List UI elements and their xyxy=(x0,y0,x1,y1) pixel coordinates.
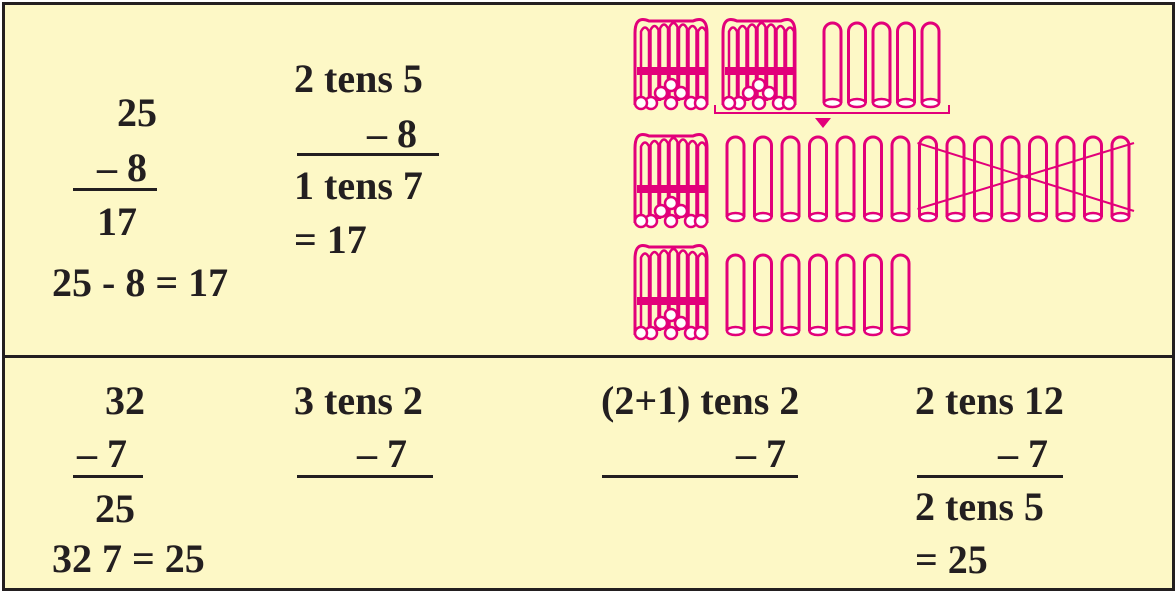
single-stick xyxy=(808,135,828,223)
top-tens-line xyxy=(297,153,439,156)
bottom-subtrahend: – 7 xyxy=(77,431,127,476)
single-stick xyxy=(945,135,966,223)
single-stick xyxy=(871,21,892,109)
single-stick xyxy=(753,135,773,223)
bundle-of-ten xyxy=(633,133,709,229)
top-tens-line3: 1 tens 7 xyxy=(294,163,423,208)
single-stick xyxy=(847,21,867,109)
single-stick xyxy=(896,21,916,109)
answer-line4: = 25 xyxy=(915,537,988,582)
top-equation: 25 - 8 = 17 xyxy=(52,260,229,305)
down-arrow-icon xyxy=(815,118,831,128)
single-stick xyxy=(1083,135,1103,223)
single-stick xyxy=(822,21,843,109)
top-tens-line4: = 17 xyxy=(294,217,367,262)
bottom-result: 25 xyxy=(95,486,135,531)
regroup-line2: – 7 xyxy=(736,431,786,476)
cross-out-line xyxy=(917,142,1135,212)
single-stick xyxy=(1000,135,1021,223)
bottom-subtraction-line xyxy=(73,475,143,478)
single-stick xyxy=(753,253,773,337)
top-tens-line1: 2 tens 5 xyxy=(294,56,423,101)
bottom-equation: 32 7 = 25 xyxy=(52,536,205,581)
single-stick xyxy=(835,135,856,223)
single-stick xyxy=(1055,135,1076,223)
top-minuend: 25 xyxy=(117,90,157,135)
place-value-sticks-illustration xyxy=(633,18,1135,341)
single-stick xyxy=(1028,135,1048,223)
regroup-bracket xyxy=(714,105,950,114)
answer-line3: 2 tens 5 xyxy=(915,484,1044,529)
single-stick xyxy=(890,253,911,337)
bottom-minuend: 32 xyxy=(105,378,145,423)
single-stick xyxy=(863,135,883,223)
regroup-line xyxy=(602,475,798,478)
bundle-of-ten xyxy=(721,18,797,111)
regroup-line1: (2+1) tens 2 xyxy=(601,378,800,423)
bottom-tens-line2: – 7 xyxy=(357,431,407,476)
bundle-of-ten xyxy=(633,18,709,111)
single-stick xyxy=(725,253,746,337)
bundle-of-ten xyxy=(633,244,709,341)
single-stick xyxy=(780,135,801,223)
answer-line1: 2 tens 12 xyxy=(915,378,1064,423)
bottom-tens-line xyxy=(297,475,433,478)
section-divider xyxy=(5,355,1172,358)
single-stick xyxy=(835,253,856,337)
single-stick xyxy=(808,253,828,337)
single-stick xyxy=(725,135,746,223)
top-result: 17 xyxy=(97,199,137,244)
answer-line2: – 7 xyxy=(998,431,1048,476)
single-stick xyxy=(920,21,941,109)
single-stick xyxy=(973,135,993,223)
answer-line xyxy=(917,475,1063,478)
top-subtraction-line xyxy=(73,188,157,191)
top-tens-line2: – 8 xyxy=(367,111,417,156)
single-stick xyxy=(863,253,883,337)
top-subtrahend: – 8 xyxy=(97,145,147,190)
single-stick xyxy=(780,253,801,337)
bottom-tens-line1: 3 tens 2 xyxy=(294,378,423,423)
single-stick xyxy=(890,135,911,223)
